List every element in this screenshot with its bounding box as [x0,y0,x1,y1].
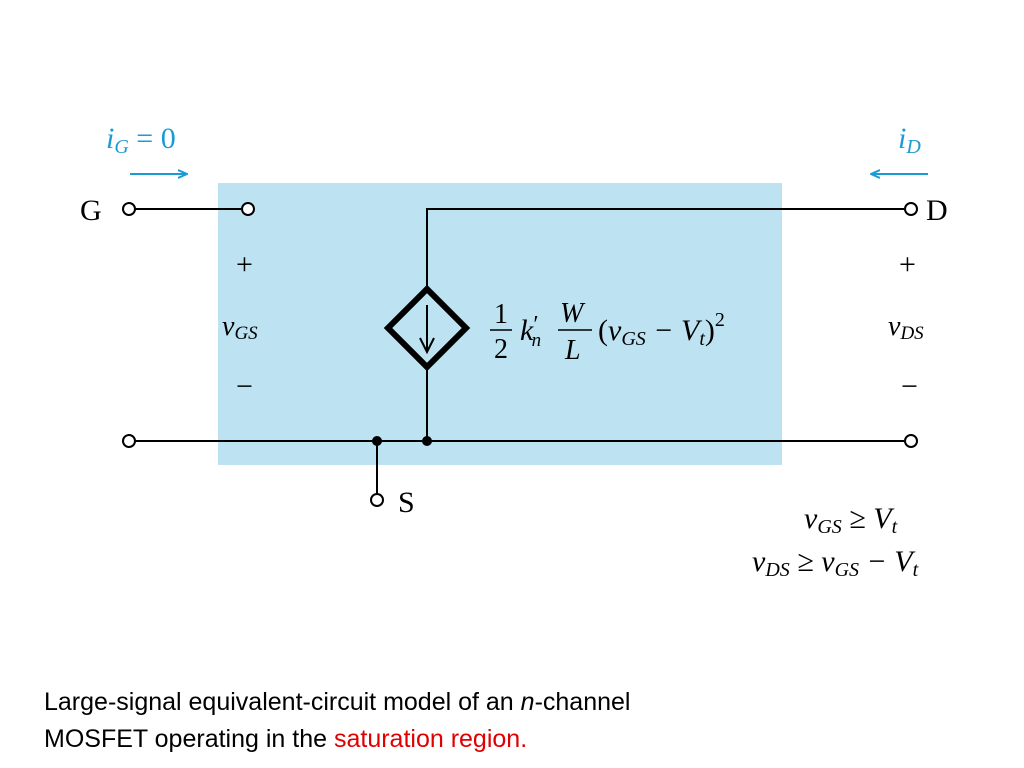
vgs-minus-label: − [236,370,253,403]
l-denominator: L [564,335,581,366]
gate-terminal-outer[interactable] [122,202,136,216]
half-denominator: 2 [494,334,508,365]
caption-text-2: -channel [534,688,631,716]
vgs-plus-label: + [236,248,253,281]
source-arrow-head [419,337,435,355]
caption-italic-n: n [520,688,535,716]
junction-dot-left [372,436,382,446]
junction-dot-right [422,436,432,446]
kn-prime: k′n [520,312,541,351]
condition-vgs: vGS ≥ Vt [804,502,898,538]
drain-label: D [926,194,948,227]
gate-label: G [80,194,102,227]
gate-current-label: iG = 0 [106,122,176,158]
bottom-right-terminal[interactable] [904,434,918,448]
bottom-left-terminal[interactable] [122,434,136,448]
overdrive-expression: (vGS − Vt)2 [598,309,725,350]
source-label: S [398,486,415,519]
vgs-label: vGS [222,311,258,344]
model-box [218,183,782,465]
half-numerator: 1 [494,299,508,330]
caption-highlight: saturation region. [333,725,528,753]
drain-terminal[interactable] [904,202,918,216]
caption-text-3: MOSFET operating in the [44,725,334,753]
w-numerator: W [560,298,586,329]
gate-terminal-inner[interactable] [241,202,255,216]
caption-text-1: Large-signal equivalent-circuit model of… [44,688,521,716]
dependent-current-source [383,284,471,372]
vds-label: vDS [888,311,924,344]
vds-minus-label: − [901,370,918,403]
figure-caption: Large-signal equivalent-circuit model of… [44,684,944,758]
drain-wire [426,208,904,289]
drain-current-label: iD [898,122,921,158]
condition-vds: vDS ≥ vGS − Vt [752,545,919,581]
source-terminal[interactable] [370,493,384,507]
source-expression: 1 2 k′n W L (vGS − Vt)2 [490,298,725,366]
vds-plus-label: + [899,248,916,281]
